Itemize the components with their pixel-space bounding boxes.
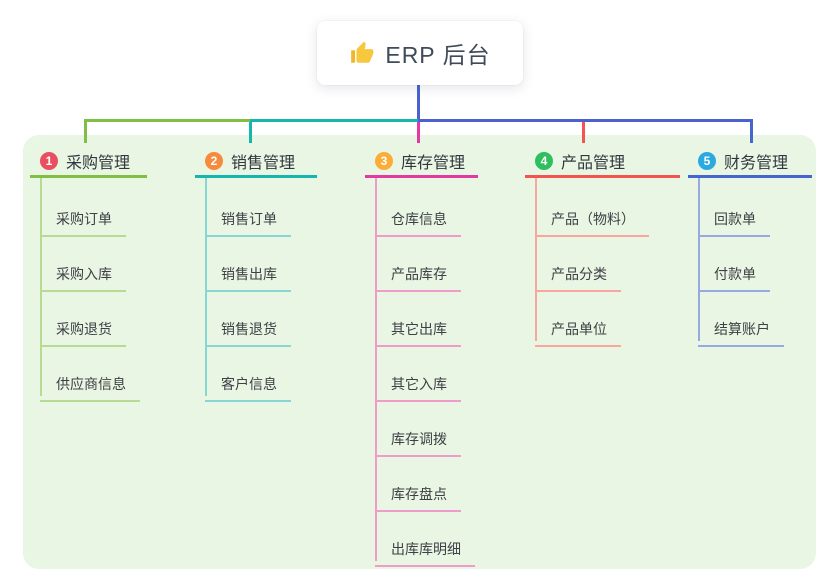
branch-drop-line bbox=[582, 122, 585, 143]
branch-title: 销售管理 bbox=[231, 154, 296, 172]
branch-title: 产品管理 bbox=[561, 154, 626, 172]
child-node[interactable]: 其它出库 bbox=[375, 311, 461, 347]
branch-drop-line bbox=[84, 122, 87, 143]
child-node[interactable]: 客户信息 bbox=[205, 366, 291, 402]
branch-node-5[interactable]: 5 财务管理 bbox=[688, 146, 812, 178]
bus-line-segment bbox=[84, 119, 250, 122]
child-spine-line bbox=[535, 178, 537, 341]
child-node[interactable]: 库存调拨 bbox=[375, 421, 461, 457]
child-node[interactable]: 出库库明细 bbox=[375, 531, 475, 567]
branch-node-4[interactable]: 4 产品管理 bbox=[525, 146, 680, 178]
branch-node-2[interactable]: 2 销售管理 bbox=[195, 146, 317, 178]
root-label: ERP 后台 bbox=[385, 42, 491, 68]
background-panel bbox=[23, 135, 816, 569]
child-node[interactable]: 采购订单 bbox=[40, 201, 126, 237]
child-node[interactable]: 其它入库 bbox=[375, 366, 461, 402]
branch-number-badge: 1 bbox=[40, 151, 58, 170]
child-spine-line bbox=[40, 178, 42, 396]
branch-title: 采购管理 bbox=[66, 154, 131, 172]
child-node[interactable]: 回款单 bbox=[698, 201, 770, 237]
child-node[interactable]: 仓库信息 bbox=[375, 201, 461, 237]
branch-title: 库存管理 bbox=[401, 154, 466, 172]
child-node[interactable]: 产品库存 bbox=[375, 256, 461, 292]
child-node[interactable]: 库存盘点 bbox=[375, 476, 461, 512]
branch-number-badge: 3 bbox=[375, 151, 393, 170]
child-spine-line bbox=[698, 178, 700, 341]
bus-line-segment bbox=[418, 119, 753, 122]
child-node[interactable]: 结算账户 bbox=[698, 311, 784, 347]
child-node[interactable]: 付款单 bbox=[698, 256, 770, 292]
bus-line-segment bbox=[250, 119, 418, 122]
branch-number-badge: 2 bbox=[205, 151, 223, 170]
child-node[interactable]: 销售订单 bbox=[205, 201, 291, 237]
branch-drop-line bbox=[249, 122, 252, 143]
child-node[interactable]: 供应商信息 bbox=[40, 366, 140, 402]
child-node[interactable]: 销售出库 bbox=[205, 256, 291, 292]
branch-title: 财务管理 bbox=[724, 154, 789, 172]
child-node[interactable]: 产品（物料） bbox=[535, 201, 649, 237]
child-node[interactable]: 采购退货 bbox=[40, 311, 126, 347]
root-node[interactable]: ERP 后台 bbox=[317, 21, 523, 85]
branch-node-3[interactable]: 3 库存管理 bbox=[365, 146, 478, 178]
branch-drop-line bbox=[750, 122, 753, 143]
branch-number-badge: 5 bbox=[698, 151, 716, 170]
thumbs-up-icon bbox=[349, 40, 375, 66]
branch-number-badge: 4 bbox=[535, 151, 553, 170]
root-connector-line bbox=[417, 85, 420, 122]
child-node[interactable]: 销售退货 bbox=[205, 311, 291, 347]
branch-node-1[interactable]: 1 采购管理 bbox=[30, 146, 147, 178]
branch-drop-line bbox=[417, 122, 420, 143]
child-node[interactable]: 产品分类 bbox=[535, 256, 621, 292]
child-node[interactable]: 产品单位 bbox=[535, 311, 621, 347]
child-node[interactable]: 采购入库 bbox=[40, 256, 126, 292]
child-spine-line bbox=[375, 178, 377, 561]
child-spine-line bbox=[205, 178, 207, 396]
